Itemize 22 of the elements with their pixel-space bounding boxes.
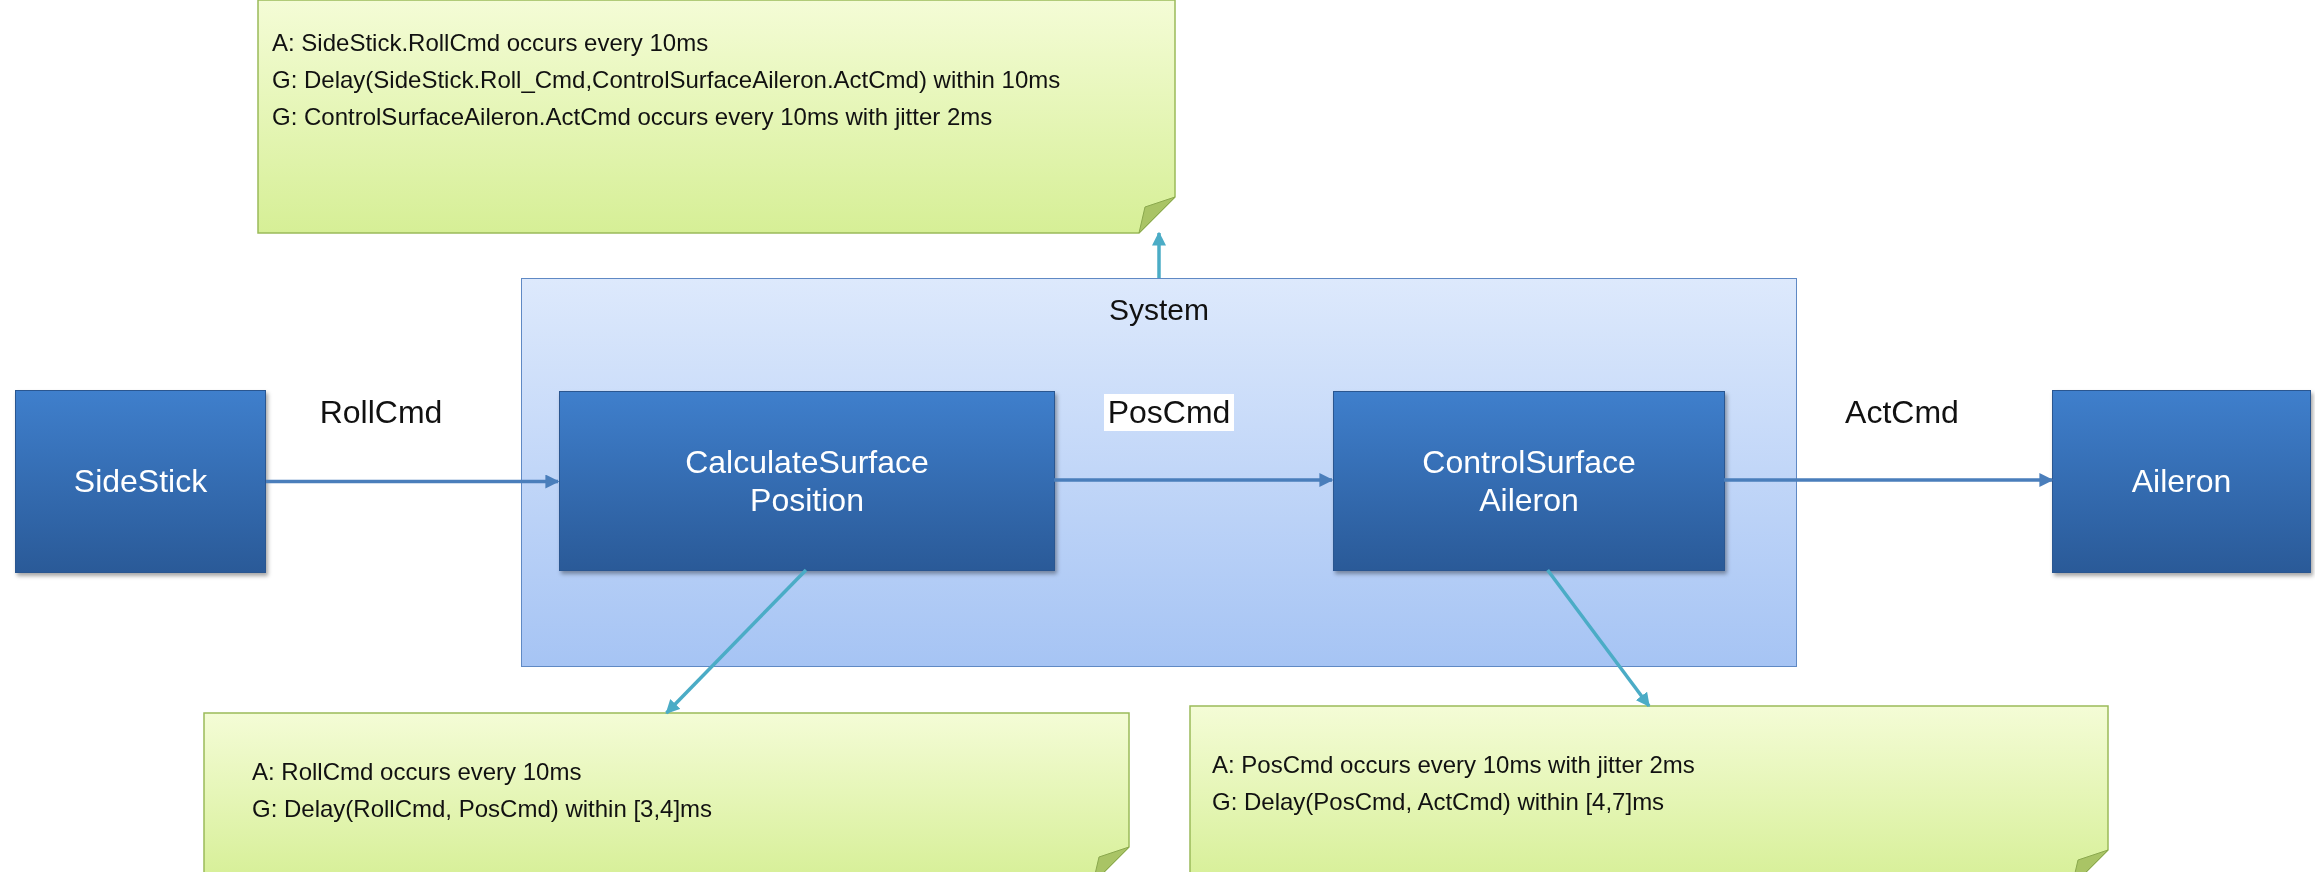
note-text: G: Delay(PosCmd, ActCmd) within [4,7]ms (1212, 787, 1666, 818)
edge-label: PosCmd (1103, 393, 1235, 431)
component-label: SideStick (73, 462, 208, 501)
arrow (1054, 473, 1334, 487)
note-text: A: SideStick.RollCmd occurs every 10ms (272, 28, 710, 58)
component-label: ControlSurface Aileron (1421, 442, 1637, 520)
component-box (1333, 391, 1725, 571)
arrow (266, 474, 560, 489)
note-text: G: Delay(SideStick.Roll_Cmd,ControlSurfaceAileron.ActCmd) within 10ms (272, 65, 1061, 96)
component-label: CalculateSurface Position (684, 442, 930, 520)
system-boundary-box (521, 278, 1797, 667)
note-text: A: PosCmd occurs every 10ms with jitter 2ms (1212, 750, 1695, 780)
arrow (1152, 231, 1166, 278)
component-label: Aileron (2131, 462, 2232, 501)
boundary-title: System (1109, 293, 1209, 326)
component-box (15, 390, 266, 573)
note-text: G: Delay(RollCmd, PosCmd) within [3,4]ms (252, 794, 713, 825)
component-box (559, 391, 1055, 571)
arrow (1724, 473, 2054, 487)
component-box (2052, 390, 2311, 573)
note-text: A: RollCmd occurs every 10ms (252, 757, 583, 787)
note-text: G: ControlSurfaceAileron.ActCmd occurs every 10ms with jitter 2ms (272, 102, 994, 133)
